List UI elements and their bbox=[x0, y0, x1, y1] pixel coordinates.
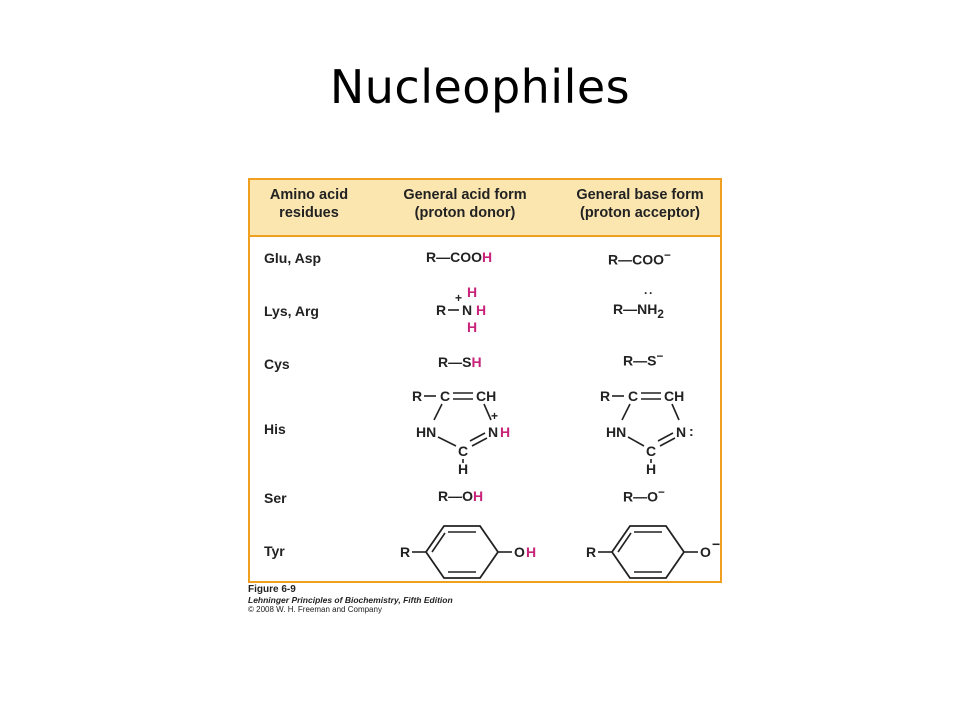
svg-text:−: − bbox=[712, 536, 720, 552]
cys-acid-formula: R—SH bbox=[438, 354, 482, 370]
lys-acid-structure: R N H H H + bbox=[436, 284, 486, 335]
svg-text:O: O bbox=[700, 544, 711, 560]
svg-text:H: H bbox=[526, 544, 536, 560]
svg-text:H: H bbox=[646, 461, 656, 477]
svg-text:H: H bbox=[467, 284, 477, 300]
his-base-structure: R C CH HN N : C H bbox=[600, 388, 694, 477]
row-label-cys: Cys bbox=[264, 356, 290, 372]
svg-text:+: + bbox=[491, 409, 498, 423]
svg-text:N: N bbox=[462, 302, 472, 318]
ser-base-formula: R—O− bbox=[623, 486, 665, 505]
svg-text:R: R bbox=[436, 302, 446, 318]
svg-text:H: H bbox=[467, 319, 477, 335]
row-label-tyr: Tyr bbox=[264, 543, 285, 559]
svg-text:H: H bbox=[500, 424, 510, 440]
figure-caption: Figure 6-9 Lehninger Principles of Bioch… bbox=[248, 585, 453, 615]
caption-book-title: Lehninger Principles of Biochemistry, Fi… bbox=[248, 595, 453, 605]
glu-acid-formula: R—COOH bbox=[426, 249, 493, 265]
his-acid-structure: R C CH HN N H + C H bbox=[412, 388, 510, 477]
glu-base-formula: R—COO− bbox=[608, 249, 671, 268]
svg-text:C: C bbox=[458, 443, 468, 459]
svg-text:HN: HN bbox=[416, 424, 436, 440]
cys-base-formula: R—S− bbox=[623, 350, 664, 369]
row-label-lys-arg: Lys, Arg bbox=[264, 303, 319, 319]
svg-text:H: H bbox=[476, 302, 486, 318]
svg-text::: : bbox=[689, 423, 694, 439]
structures-svg: R N H H H + R C CH HN N H + C bbox=[400, 284, 720, 579]
lys-lone-pair: ·· bbox=[644, 286, 654, 300]
tyr-acid-structure: R O H bbox=[400, 525, 536, 579]
svg-text:R: R bbox=[400, 544, 410, 560]
header-general-base-form: General base form(proton acceptor) bbox=[576, 187, 704, 221]
svg-text:CH: CH bbox=[476, 388, 496, 404]
svg-text:R: R bbox=[600, 388, 610, 404]
svg-text:N: N bbox=[676, 424, 686, 440]
row-label-ser: Ser bbox=[264, 490, 287, 506]
tyr-base-structure: R O − bbox=[586, 525, 720, 579]
svg-text:+: + bbox=[455, 291, 462, 305]
row-label-his: His bbox=[264, 421, 286, 437]
svg-text:R: R bbox=[412, 388, 422, 404]
caption-figure-number: Figure 6-9 bbox=[248, 584, 296, 595]
header-general-acid-form: General acid form(proton donor) bbox=[403, 187, 527, 221]
svg-text:R: R bbox=[586, 544, 596, 560]
svg-text:HN: HN bbox=[606, 424, 626, 440]
svg-text:H: H bbox=[458, 461, 468, 477]
svg-text:C: C bbox=[646, 443, 656, 459]
svg-text:CH: CH bbox=[664, 388, 684, 404]
row-label-glu-asp: Glu, Asp bbox=[264, 250, 322, 266]
svg-text:N: N bbox=[488, 424, 498, 440]
svg-text:O: O bbox=[514, 544, 525, 560]
lys-base-formula: R—NH2 bbox=[613, 301, 664, 321]
svg-text:C: C bbox=[440, 388, 450, 404]
caption-copyright: © 2008 W. H. Freeman and Company bbox=[248, 605, 382, 614]
slide-title: Nucleophiles bbox=[329, 60, 631, 114]
ser-acid-formula: R—OH bbox=[438, 488, 484, 504]
svg-text:C: C bbox=[628, 388, 638, 404]
